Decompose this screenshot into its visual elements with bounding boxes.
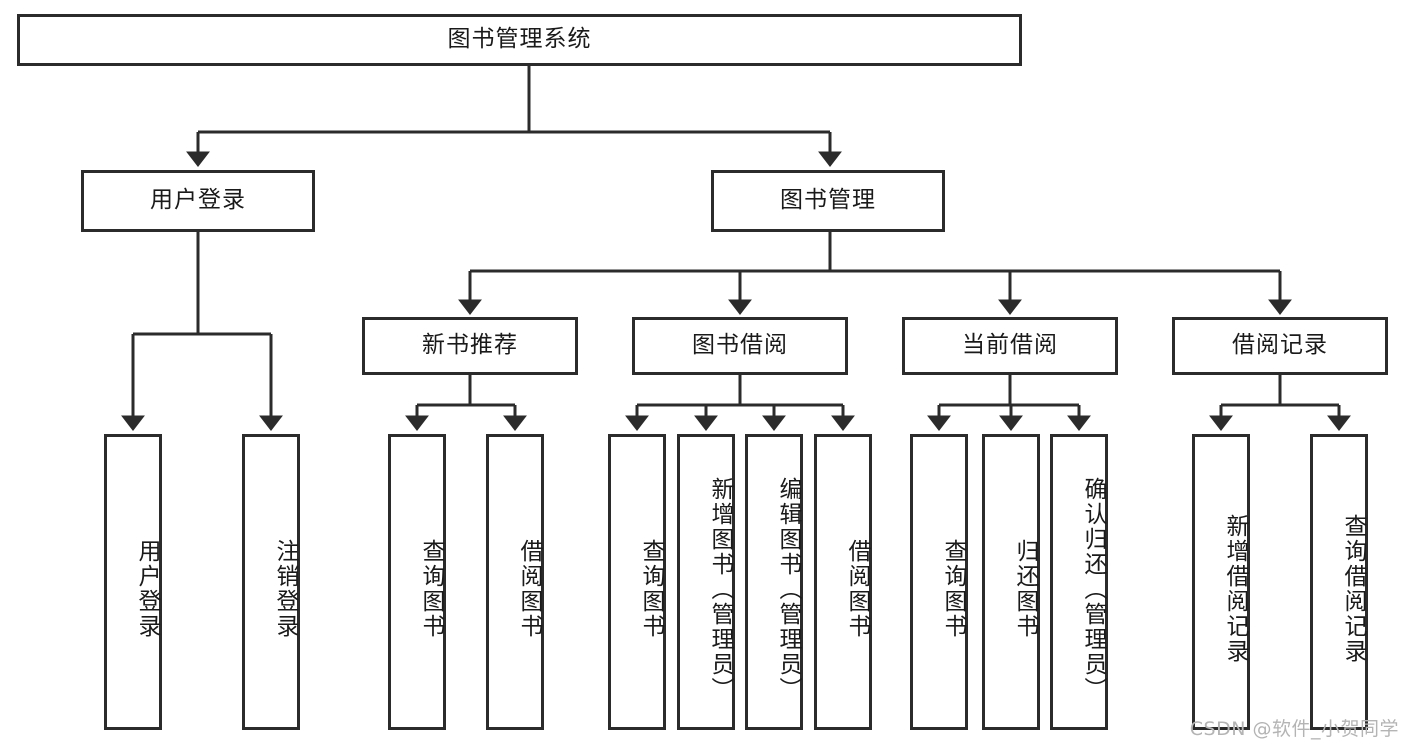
node-new-book-rec[interactable]: 新书推荐 [362, 317, 578, 375]
leaf-record-query[interactable]: 查询借阅记录 [1310, 434, 1368, 730]
leaf-rec-borrow-book[interactable]: 借阅图书 [486, 434, 544, 730]
node-user-login[interactable]: 用户登录 [81, 170, 315, 232]
leaf-rec-query-book-label: 查询图书 [418, 539, 444, 639]
leaf-rec-query-book[interactable]: 查询图书 [388, 434, 446, 730]
node-user-login-label: 用户登录 [150, 187, 246, 214]
node-root[interactable]: 图书管理系统 [17, 14, 1022, 66]
leaf-record-add-label: 新增借阅记录 [1222, 514, 1248, 664]
node-book-manage[interactable]: 图书管理 [711, 170, 945, 232]
leaf-record-query-label: 查询借阅记录 [1340, 514, 1366, 664]
leaf-borrow-query-book[interactable]: 查询图书 [608, 434, 666, 730]
leaf-user-login[interactable]: 用户登录 [104, 434, 162, 730]
leaf-user-logout-label: 注销登录 [272, 539, 298, 639]
leaf-current-confirm-return[interactable]: 确认归还（管理员） [1050, 434, 1108, 730]
leaf-user-login-label: 用户登录 [134, 539, 160, 639]
leaf-borrow-add-book-label: 新增图书（管理员） [707, 476, 733, 702]
node-root-label: 图书管理系统 [447, 26, 592, 53]
node-current-borrow[interactable]: 当前借阅 [902, 317, 1118, 375]
leaf-borrow-edit-book-label: 编辑图书（管理员） [775, 476, 801, 702]
leaf-user-logout[interactable]: 注销登录 [242, 434, 300, 730]
csdn-watermark: CSDN @软件_小贺同学 [1189, 718, 1399, 740]
node-borrow-record-label: 借阅记录 [1232, 332, 1328, 359]
node-book-borrow-label: 图书借阅 [692, 332, 788, 359]
leaf-borrow-borrow-book[interactable]: 借阅图书 [814, 434, 872, 730]
leaf-borrow-edit-book[interactable]: 编辑图书（管理员） [745, 434, 803, 730]
leaf-record-add[interactable]: 新增借阅记录 [1192, 434, 1250, 730]
leaf-current-confirm-return-label: 确认归还（管理员） [1080, 476, 1106, 702]
leaf-current-query-book-label: 查询图书 [940, 539, 966, 639]
node-current-borrow-label: 当前借阅 [962, 332, 1058, 359]
leaf-current-return-book[interactable]: 归还图书 [982, 434, 1040, 730]
leaf-borrow-add-book[interactable]: 新增图书（管理员） [677, 434, 735, 730]
leaf-current-query-book[interactable]: 查询图书 [910, 434, 968, 730]
node-book-borrow[interactable]: 图书借阅 [632, 317, 848, 375]
leaf-rec-borrow-book-label: 借阅图书 [516, 539, 542, 639]
node-borrow-record[interactable]: 借阅记录 [1172, 317, 1388, 375]
leaf-borrow-query-book-label: 查询图书 [638, 539, 664, 639]
leaf-borrow-borrow-book-label: 借阅图书 [844, 539, 870, 639]
leaf-current-return-book-label: 归还图书 [1012, 539, 1038, 639]
node-new-book-rec-label: 新书推荐 [422, 332, 518, 359]
node-book-manage-label: 图书管理 [780, 187, 876, 214]
